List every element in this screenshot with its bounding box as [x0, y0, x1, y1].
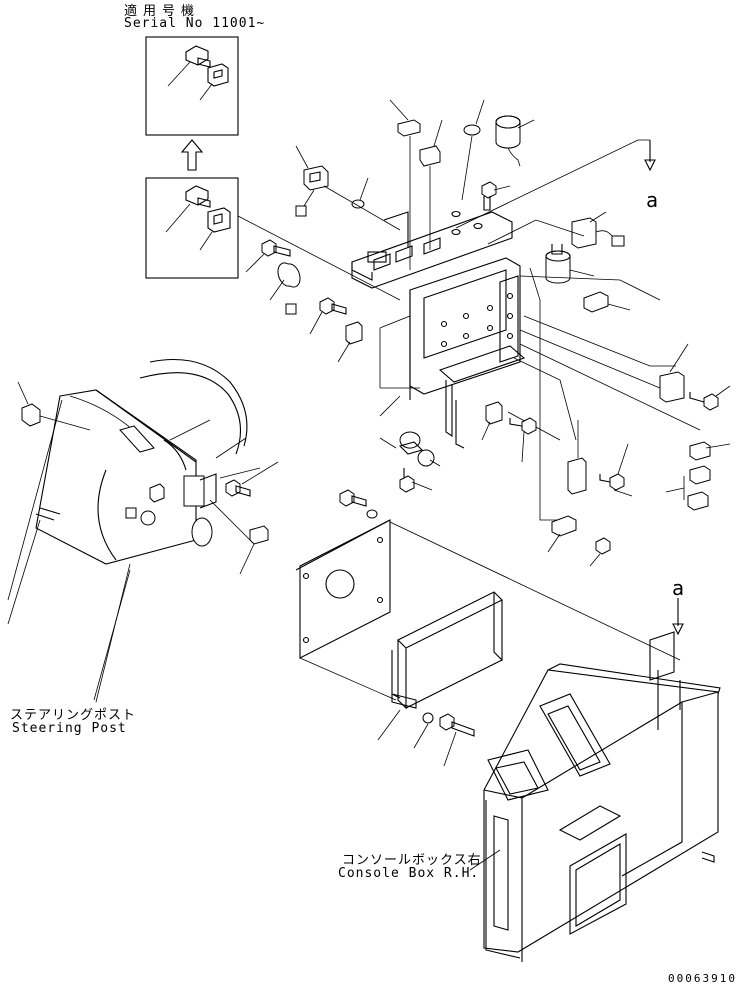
switch-panel-bracket [351, 210, 526, 449]
steering-post-label: Steering Post [12, 721, 127, 736]
inset-box-old [145, 177, 401, 301]
right-relays [547, 343, 731, 567]
right-upper-components [481, 181, 631, 313]
wire-harness [455, 139, 701, 521]
reference-a-bottom: a [672, 576, 686, 600]
bolts-left [245, 239, 363, 363]
applicable-serial-jp-label: 適用号機 [124, 4, 201, 19]
reference-a-top: a [646, 188, 660, 212]
steering-post-jp-label: ステアリングポスト [10, 708, 137, 723]
left-connectors [295, 145, 401, 231]
center-lower-parts [379, 401, 537, 493]
console-box [483, 598, 721, 962]
inset-arrow [180, 139, 204, 171]
steering-post [7, 359, 279, 701]
controller-frame [377, 591, 503, 767]
steering-leader [95, 563, 131, 703]
console-box-jp-label: コンソールボックス右 [342, 853, 482, 868]
drawing-number: 00063910 [668, 972, 737, 985]
mounting-plate [295, 489, 681, 701]
top-switches [389, 99, 535, 270]
serial-number-label: Serial No 11001~ [124, 16, 266, 31]
inset-box-new [145, 36, 239, 136]
console-leader [469, 849, 501, 871]
console-box-label: Console Box R.H. [338, 866, 480, 881]
